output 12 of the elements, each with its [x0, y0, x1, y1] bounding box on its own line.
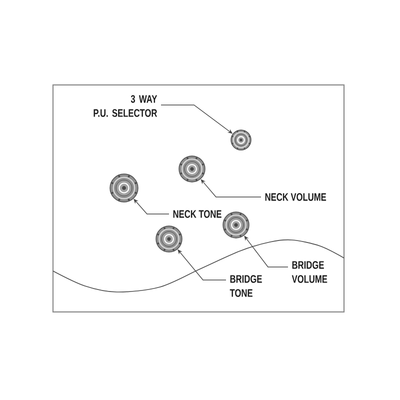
knob	[230, 130, 252, 150]
callout-label: NECK TONE	[173, 210, 222, 218]
knob	[222, 212, 250, 238]
callout-label: BRIDGE VOLUME	[292, 261, 328, 283]
knob	[156, 226, 182, 252]
knob	[110, 174, 138, 202]
leader-line	[200, 179, 262, 198]
knob	[178, 156, 206, 182]
leader-line	[244, 236, 288, 268]
callout-label: NECK VOLUME	[265, 193, 326, 201]
callout-label: BRIDGE TONE	[230, 275, 262, 297]
callout-label: 3 WAY P.U. SELECTOR	[94, 95, 158, 117]
